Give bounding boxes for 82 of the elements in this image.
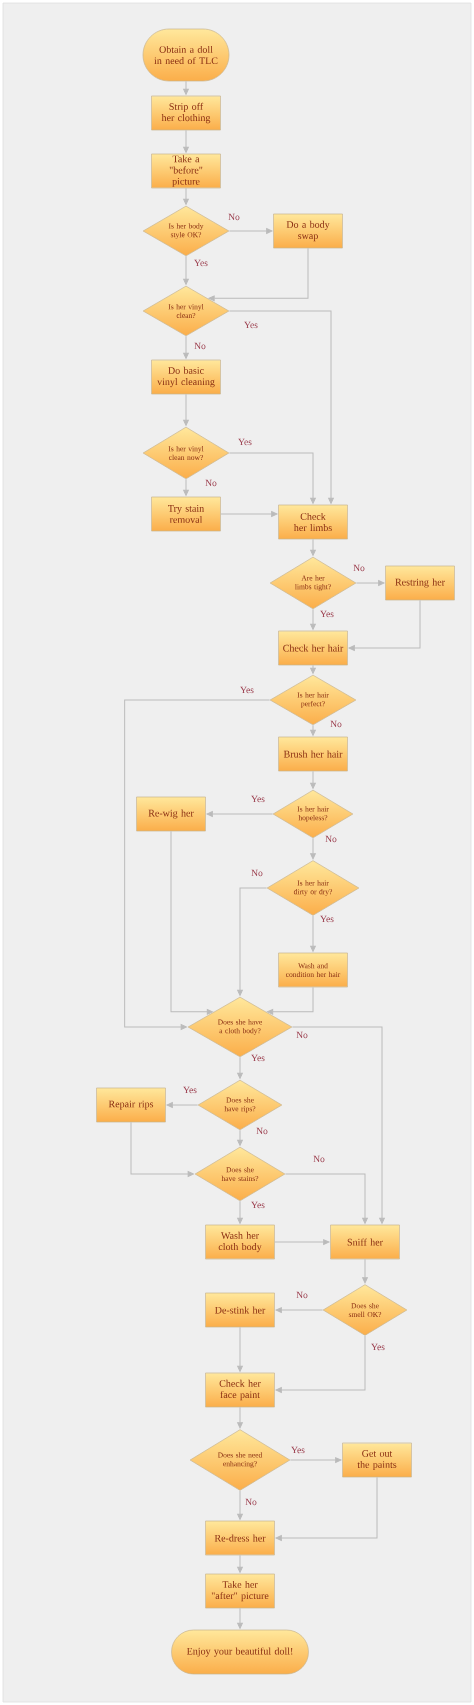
arrow bbox=[183, 187, 189, 205]
arrow bbox=[124, 699, 271, 1030]
process-box: Get out the paints bbox=[342, 1442, 412, 1478]
edge-label: No bbox=[250, 868, 264, 878]
process-box: Re-wig her bbox=[136, 796, 206, 832]
arrow bbox=[183, 255, 189, 285]
edge-label: No bbox=[295, 1030, 309, 1040]
process-box: Check her hair bbox=[278, 630, 348, 666]
edge-label: No bbox=[312, 1154, 326, 1164]
arrow bbox=[237, 887, 268, 996]
edge-label: Yes bbox=[250, 1200, 266, 1210]
arrow bbox=[310, 608, 316, 630]
edge-label: Yes bbox=[319, 609, 335, 619]
arrow bbox=[220, 511, 278, 517]
edge-label: Yes bbox=[250, 794, 266, 804]
arrow bbox=[310, 724, 316, 736]
arrow bbox=[275, 1307, 324, 1313]
arrow bbox=[237, 1326, 243, 1372]
edge-label: No bbox=[193, 341, 207, 351]
arrow bbox=[362, 1258, 368, 1284]
arrow bbox=[206, 811, 274, 817]
process-box: Sniff her bbox=[330, 1224, 400, 1260]
edge-label: Yes bbox=[370, 1342, 386, 1352]
arrow bbox=[310, 770, 316, 789]
arrow bbox=[284, 1173, 368, 1224]
arrow bbox=[310, 538, 316, 556]
arrow bbox=[237, 1200, 243, 1224]
arrow bbox=[275, 1335, 366, 1393]
arrow bbox=[228, 452, 316, 504]
edge-label: No bbox=[244, 1497, 258, 1507]
edge-label: Yes bbox=[182, 1085, 198, 1095]
arrow bbox=[289, 1457, 342, 1463]
arrow bbox=[274, 1239, 330, 1245]
arrow bbox=[228, 310, 334, 504]
edge-label: No bbox=[329, 719, 343, 729]
arrow bbox=[266, 986, 314, 1015]
process-box: Brush her hair bbox=[278, 736, 348, 772]
arrow bbox=[183, 129, 189, 153]
arrow bbox=[183, 393, 189, 426]
process-box: Restring her bbox=[385, 565, 455, 601]
process-box: Take her "after" picture bbox=[205, 1573, 275, 1609]
process-box: Do a body swap bbox=[273, 213, 343, 249]
process-box: Re-dress her bbox=[205, 1520, 275, 1556]
arrow bbox=[183, 478, 189, 496]
arrow bbox=[291, 1026, 385, 1224]
arrow bbox=[237, 1129, 243, 1146]
edge-label: Yes bbox=[319, 914, 335, 924]
edge-label: Yes bbox=[237, 437, 253, 447]
arrow bbox=[170, 830, 214, 1015]
arrow bbox=[310, 837, 316, 860]
arrow bbox=[310, 915, 316, 952]
edge-label: No bbox=[204, 478, 218, 488]
process-box: Check her limbs bbox=[278, 504, 348, 540]
process-box: Take a "before" picture bbox=[151, 153, 221, 189]
edge-label: Yes bbox=[290, 1445, 306, 1455]
edge-label: Yes bbox=[239, 685, 255, 695]
process-box: Check her face paint bbox=[205, 1372, 275, 1408]
arrow bbox=[237, 1554, 243, 1573]
edge-label: No bbox=[227, 212, 241, 222]
process-box: Repair rips bbox=[96, 1087, 166, 1123]
arrow bbox=[208, 247, 309, 302]
process-box: Wash her cloth body bbox=[205, 1224, 275, 1260]
arrow bbox=[237, 1607, 243, 1629]
arrow bbox=[237, 1406, 243, 1429]
arrow bbox=[183, 335, 189, 359]
arrow bbox=[183, 80, 189, 95]
arrow bbox=[166, 1102, 199, 1108]
edge-label: Yes bbox=[243, 320, 259, 330]
arrow bbox=[275, 1476, 378, 1541]
edge-label: No bbox=[295, 1290, 309, 1300]
edge-label: Yes bbox=[193, 258, 209, 268]
arrow bbox=[310, 664, 316, 674]
arrow bbox=[355, 580, 385, 586]
process-box: Strip off her clothing bbox=[151, 95, 221, 131]
process-box: De-stink her bbox=[205, 1292, 275, 1328]
process-box: Try stain removal bbox=[151, 496, 221, 532]
arrow bbox=[237, 1490, 243, 1520]
arrow bbox=[130, 1121, 194, 1177]
arrow bbox=[237, 1056, 243, 1079]
arrow bbox=[348, 599, 421, 651]
process-box: Do basic vinyl cleaning bbox=[151, 359, 221, 395]
arrow bbox=[228, 228, 273, 234]
